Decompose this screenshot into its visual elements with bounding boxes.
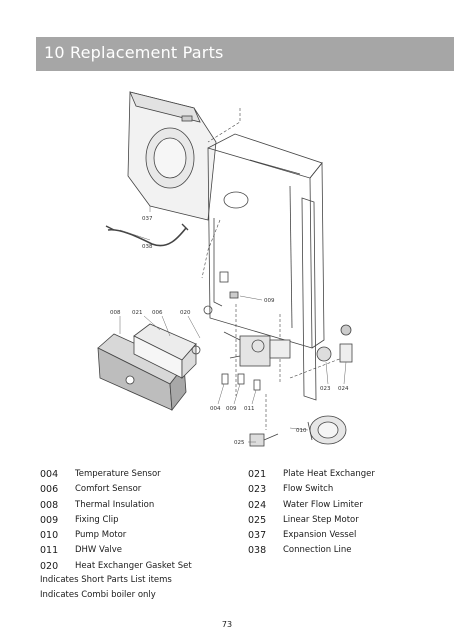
part-name: Linear Step Motor	[283, 514, 359, 525]
part-name: Comfort Sensor	[75, 484, 142, 495]
part-name: DHW Valve	[75, 545, 123, 556]
exploded-parts-diagram: 037 038 009 008 021 006 020 004 009 011 …	[97, 91, 353, 447]
part-code: 023	[248, 484, 267, 496]
label-023: 023	[320, 386, 331, 392]
part-name: Flow Switch	[283, 484, 334, 495]
label-021: 021	[132, 310, 143, 316]
part-code: 008	[40, 499, 59, 511]
linear-step-motor-part	[249, 433, 279, 447]
part-code: 004	[40, 469, 59, 480]
parts-list-right: 021 Plate Heat Exchanger 023 Flow Switch 0…	[248, 467, 375, 559]
section-header: 10 Replacement Parts	[36, 37, 454, 71]
expansion-vessel-part	[127, 91, 217, 221]
label-037: 037	[142, 216, 153, 222]
part-name: Water Flow Limiter	[283, 499, 363, 510]
part-name: Thermal Insulation	[75, 499, 155, 510]
label-009-bottom: 009	[226, 406, 237, 412]
parts-list-item: 025 Linear Step Motor	[248, 513, 375, 528]
part-code: 025	[248, 514, 267, 526]
part-code: 009	[40, 514, 59, 526]
parts-list-item: 010 Pump Motor	[40, 528, 192, 543]
label-025: 025	[234, 440, 245, 446]
parts-list-item: 006 Comfort Sensor	[40, 482, 192, 497]
label-008: 008	[110, 310, 121, 316]
parts-list-item: 009 Fixing Clip	[40, 513, 192, 528]
label-004: 004	[210, 406, 221, 412]
part-code: 020	[40, 560, 59, 572]
short-parts-note: Indicates Short Parts List items	[40, 575, 172, 585]
parts-list-item: 038 Connection Line	[248, 543, 375, 558]
label-010: 010	[296, 428, 307, 434]
part-code: 037	[248, 530, 267, 542]
part-name: Connection Line	[283, 545, 352, 556]
parts-list-item: 023 Flow Switch	[248, 482, 375, 497]
parts-list-item: 020 Heat Exchanger Gasket Set	[40, 559, 192, 574]
parts-list-item: 011 DHW Valve	[40, 543, 192, 558]
part-code: 038	[248, 545, 267, 557]
valve-assembly-part	[191, 305, 291, 391]
part-code: 021	[248, 469, 267, 480]
part-code: 011	[40, 545, 59, 557]
combi-only-note: Indicates Combi boiler only	[40, 590, 156, 600]
rear-panel-part	[301, 197, 317, 401]
part-name: Plate Heat Exchanger	[283, 469, 375, 479]
pump-motor-part	[307, 415, 347, 445]
label-038: 038	[142, 244, 153, 250]
parts-list-item: 024 Water Flow Limiter	[248, 498, 375, 513]
legend-notes: Indicates Short Parts List items Indicat…	[40, 573, 172, 603]
part-code: 024	[248, 499, 267, 511]
parts-list-item: 008 Thermal Insulation	[40, 498, 192, 513]
page-number: 73	[221, 620, 233, 629]
label-011: 011	[244, 406, 255, 412]
part-name: Pump Motor	[75, 530, 127, 541]
connection-line-part	[107, 227, 187, 247]
label-009-top: 009	[264, 298, 275, 304]
label-006: 006	[152, 310, 163, 316]
boiler-chassis-part	[207, 133, 325, 349]
part-name: Fixing Clip	[75, 514, 119, 525]
label-024: 024	[338, 386, 349, 392]
parts-list-item: 004 Temperature Sensor	[40, 467, 192, 482]
section-title: 10 Replacement Parts	[44, 43, 224, 62]
label-020: 020	[180, 310, 191, 316]
parts-list-item: 037 Expansion Vessel	[248, 528, 375, 543]
part-name: Heat Exchanger Gasket Set	[75, 560, 192, 571]
part-name: Temperature Sensor	[75, 469, 161, 479]
part-name: Expansion Vessel	[283, 530, 357, 541]
part-code: 006	[40, 484, 59, 496]
part-code: 010	[40, 530, 59, 542]
flow-switch-part	[316, 324, 353, 363]
parts-list-item: 021 Plate Heat Exchanger	[248, 467, 375, 482]
